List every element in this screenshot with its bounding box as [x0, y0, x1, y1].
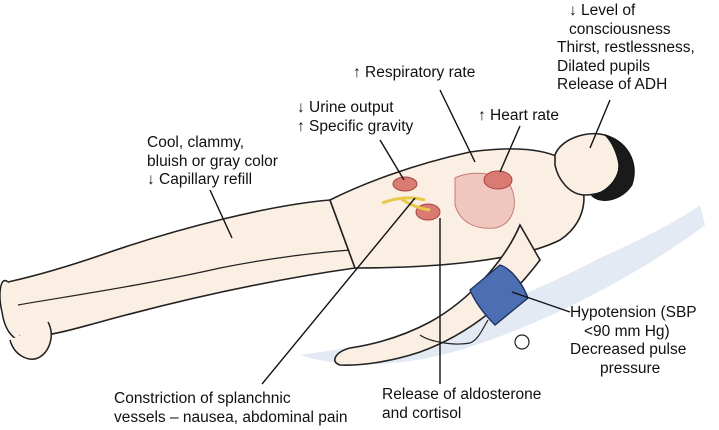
label-line: ↓ Urine output — [297, 99, 394, 116]
patient-foot-right — [9, 321, 52, 360]
label-urine: ↓ Urine output ↑ Specific gravity — [297, 99, 413, 136]
label-line: Release of ADH — [557, 76, 668, 93]
patient-hair — [591, 134, 635, 201]
label-line: ↓ Level of — [569, 2, 636, 19]
label-heart: ↑ Heart rate — [478, 107, 559, 126]
label-line: consciousness — [569, 20, 671, 38]
label-line: ↑ Heart rate — [478, 107, 559, 124]
label-line: Cool, clammy, — [147, 134, 245, 151]
label-line: and cortisol — [382, 404, 462, 422]
splanchnic-vessels — [381, 196, 431, 212]
label-line: bluish or gray color — [147, 152, 278, 170]
bp-bulb — [514, 334, 530, 350]
label-hypotension: Hypotension (SBP <90 mm Hg) Decreased pu… — [570, 304, 697, 378]
label-line: ↑ Specific gravity — [297, 117, 414, 135]
leader-splanchnic — [261, 197, 416, 385]
bp-cuff-tube — [419, 319, 489, 345]
leader-consciousness — [589, 99, 611, 149]
label-line: vessels – nausea, abdominal pain — [114, 408, 348, 426]
body-shadow — [300, 205, 705, 365]
patient-leg-divide — [17, 249, 353, 306]
label-line: ↑ Respiratory rate — [353, 64, 476, 81]
leader-skin — [209, 189, 233, 239]
label-line: <90 mm Hg) — [584, 322, 670, 340]
label-aldosterone: Release of aldosterone and cortisol — [382, 386, 541, 423]
label-line: Release of aldosterone — [382, 386, 542, 403]
label-line: Dilated pupils — [557, 57, 651, 75]
label-splanchnic: Constriction of splanchnic vessels – nau… — [114, 390, 348, 427]
label-line: Hypotension (SBP — [570, 304, 697, 321]
heart — [483, 170, 513, 190]
label-line: pressure — [600, 359, 661, 377]
kidney-upper — [392, 176, 418, 192]
label-line: Constriction of splanchnic — [114, 390, 291, 407]
leader-heart — [499, 125, 521, 173]
leader-hypotension — [511, 291, 571, 313]
label-skin: Cool, clammy, bluish or gray color ↓ Cap… — [147, 134, 278, 190]
leader-respiratory — [439, 89, 476, 163]
label-line: Decreased pulse — [570, 341, 687, 358]
label-line: Thirst, restlessness, — [557, 39, 695, 56]
label-consciousness: ↓ Level of consciousness Thirst, restles… — [557, 2, 695, 95]
label-respiratory: ↑ Respiratory rate — [353, 64, 475, 83]
leader-urine — [379, 139, 405, 181]
label-line: ↓ Capillary refill — [147, 171, 253, 188]
patient-legs — [3, 199, 357, 338]
patient-foot-left — [0, 279, 21, 341]
